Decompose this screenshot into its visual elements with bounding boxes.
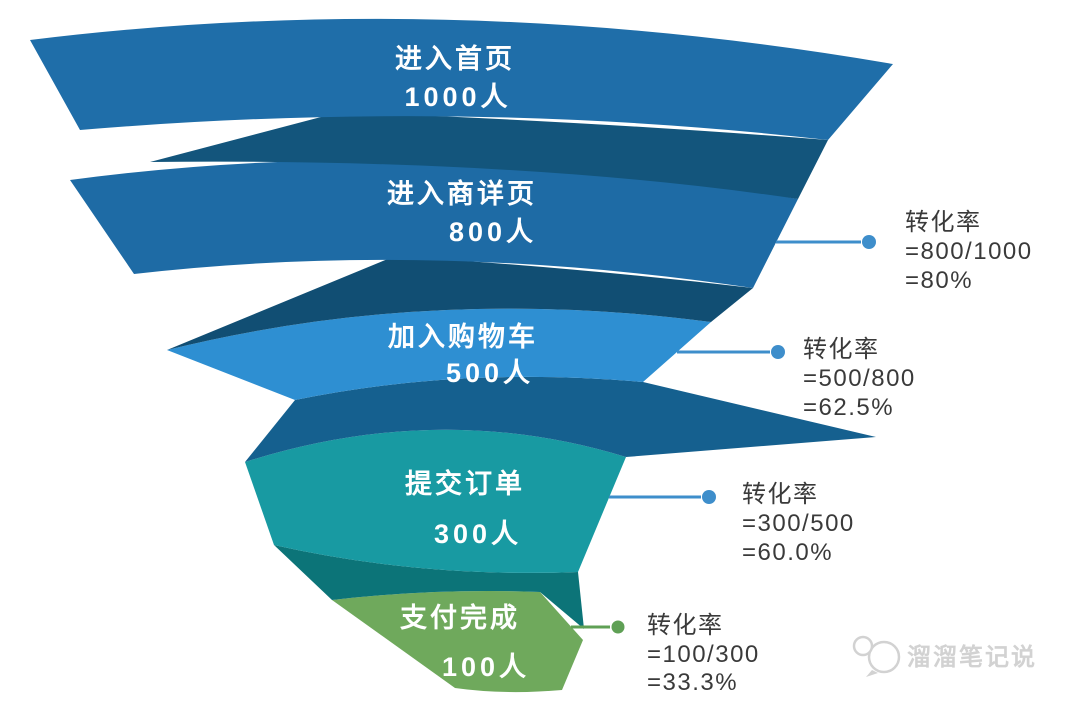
speech-bubble-tail [866, 670, 878, 677]
funnel-stage-2-band [70, 159, 798, 288]
funnel-stage-5-band [332, 591, 583, 693]
funnel-stage-4-band [245, 429, 626, 573]
stage-2-count: 800人 [449, 217, 537, 247]
watermark-text: 溜溜笔记说 [907, 643, 1037, 671]
stage-5-label: 支付完成 [400, 602, 520, 633]
conversion-3-formula: =500/800 [803, 365, 916, 392]
funnel-stage-1-band [30, 18, 893, 140]
conversion-3-title: 转化率 [803, 336, 880, 363]
stage-4-label: 提交订单 [405, 468, 525, 499]
funnel-stage-3-band [167, 308, 711, 400]
stage-1-label: 进入首页 [395, 43, 515, 74]
conversion-2-title: 转化率 [905, 209, 982, 236]
funnel-stage-2-fold [167, 256, 753, 350]
stage-3-label: 加入购物车 [388, 321, 538, 352]
conversion-annotation-3: 转化率 =500/800 =62.5% [677, 336, 916, 421]
leader-dot-3 [771, 345, 785, 359]
conversion-3-percent: =62.5% [803, 394, 894, 421]
funnel-bands [30, 18, 893, 693]
watermark: 溜溜笔记说 [852, 635, 1037, 677]
leader-dot-5 [611, 620, 625, 634]
conversion-annotations: 转化率 =800/1000 =80% 转化率 =500/800 =62.5% 转… [571, 209, 1033, 696]
stage-5-count: 100人 [442, 652, 530, 682]
funnel-stage-labels: 进入首页 1000人 进入商详页 800人 加入购物车 500人 提交订单 30… [387, 43, 538, 682]
speech-bubble-large [867, 640, 901, 674]
funnel-stage-1-fold [150, 112, 828, 199]
stage-4-count: 300人 [434, 519, 522, 549]
conversion-annotation-4: 转化率 =300/500 =60.0% [609, 481, 855, 566]
leader-dot-4 [702, 490, 716, 504]
stage-2-label: 进入商详页 [387, 178, 537, 209]
conversion-5-formula: =100/300 [647, 641, 760, 668]
stage-1-count: 1000人 [404, 82, 511, 112]
conversion-annotation-2: 转化率 =800/1000 =80% [776, 209, 1033, 294]
conversion-4-formula: =300/500 [742, 510, 855, 537]
conversion-2-percent: =80% [905, 267, 973, 294]
funnel-stage-4-fold [274, 545, 584, 629]
conversion-2-formula: =800/1000 [905, 238, 1033, 265]
stage-3-count: 500人 [446, 358, 534, 388]
conversion-4-title: 转化率 [742, 481, 819, 508]
conversion-annotation-5: 转化率 =100/300 =33.3% [571, 612, 760, 696]
funnel-stage-3-fold [245, 376, 876, 462]
conversion-5-percent: =33.3% [647, 669, 738, 696]
leader-dot-2 [862, 235, 876, 249]
speech-bubble-small [852, 635, 874, 657]
conversion-5-title: 转化率 [647, 612, 724, 639]
speech-bubbles-icon [852, 635, 901, 677]
conversion-4-percent: =60.0% [742, 539, 833, 566]
